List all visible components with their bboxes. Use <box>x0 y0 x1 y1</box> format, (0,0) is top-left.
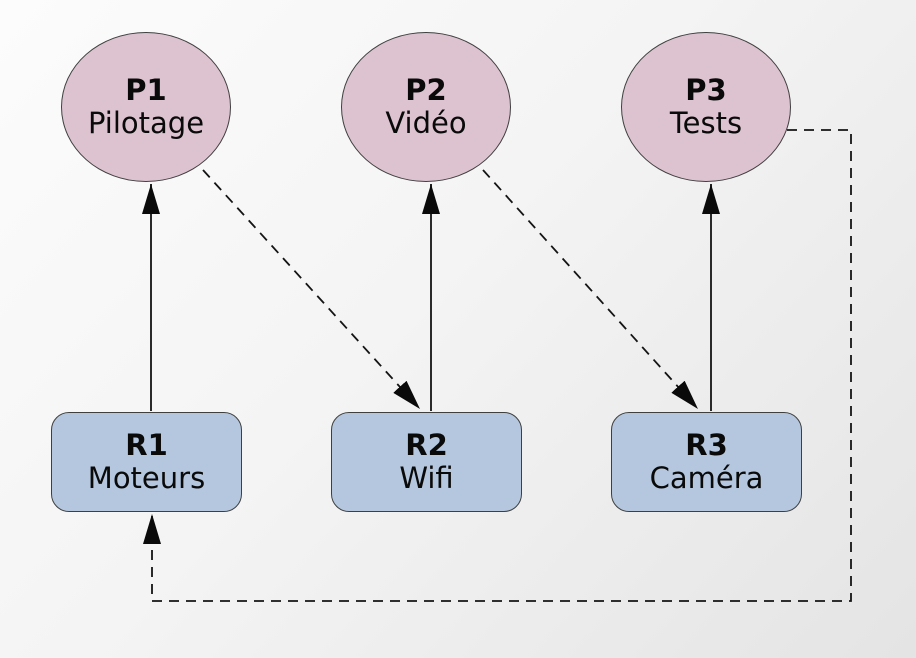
node-r2-wifi: R2 Wifi <box>331 412 522 512</box>
node-p1-pilotage: P1 Pilotage <box>61 32 231 182</box>
edge-p3-to-r1-dashed-arrow <box>143 129 852 602</box>
edge-p1-to-r2-dashed-arrow <box>202 169 421 410</box>
node-r1-label: R1 <box>125 428 168 462</box>
node-p3-label: P3 <box>685 73 727 107</box>
node-p2-video: P2 Vidéo <box>341 32 511 182</box>
node-p2-sublabel: Vidéo <box>385 106 467 140</box>
edge-p2-to-r3-dashed-arrow <box>482 169 699 410</box>
node-p1-sublabel: Pilotage <box>87 106 205 140</box>
node-p3-tests: P3 Tests <box>621 32 791 182</box>
node-r2-label: R2 <box>405 428 448 462</box>
node-r3-label: R3 <box>685 428 728 462</box>
node-r1-moteurs: R1 Moteurs <box>51 412 242 512</box>
node-r2-sublabel: Wifi <box>399 461 454 495</box>
node-r3-sublabel: Caméra <box>649 461 764 495</box>
node-p1-label: P1 <box>125 73 167 107</box>
node-p2-label: P2 <box>405 73 447 107</box>
node-p3-sublabel: Tests <box>669 106 743 140</box>
node-r3-camera: R3 Caméra <box>611 412 802 512</box>
node-r1-sublabel: Moteurs <box>87 461 206 495</box>
